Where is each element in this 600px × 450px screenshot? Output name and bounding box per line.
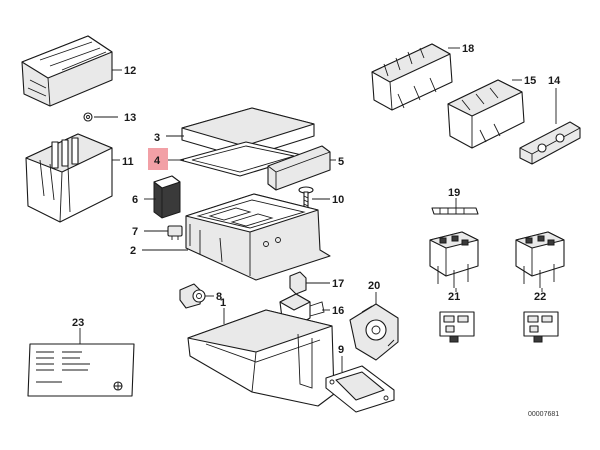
callout-20[interactable]: 20 xyxy=(368,280,380,292)
highlight-part-4 xyxy=(148,148,168,170)
callout-3[interactable]: 3 xyxy=(154,132,160,144)
part-11-housing xyxy=(25,133,113,223)
part-19-strip xyxy=(431,207,479,215)
callout-23[interactable]: 23 xyxy=(72,317,84,329)
callout-1[interactable]: 1 xyxy=(220,297,226,309)
callout-2[interactable]: 2 xyxy=(130,245,136,257)
callout-7[interactable]: 7 xyxy=(132,226,138,238)
callout-11[interactable]: 11 xyxy=(122,156,134,168)
part-14-terminal xyxy=(519,121,581,165)
part-10-screw xyxy=(298,186,314,209)
part-20-bracket xyxy=(349,303,399,361)
callout-5[interactable]: 5 xyxy=(338,156,344,168)
callout-16[interactable]: 16 xyxy=(332,305,344,317)
diagram-reference-number: 00007681 xyxy=(528,411,559,418)
part-15-carrier xyxy=(447,79,525,149)
callout-15[interactable]: 15 xyxy=(524,75,536,87)
callout-19[interactable]: 19 xyxy=(448,187,460,199)
part-22-socket-bottom-view xyxy=(523,311,559,343)
part-3-lid xyxy=(181,107,315,159)
part-18-rail xyxy=(371,43,453,111)
part-2-main-box xyxy=(185,193,331,281)
part-17-clip xyxy=(289,271,307,295)
callout-10[interactable]: 10 xyxy=(332,194,344,206)
part-6-relay xyxy=(153,175,181,219)
callout-4[interactable]: 4 xyxy=(154,155,161,167)
part-13-nut xyxy=(83,112,93,122)
callout-9[interactable]: 9 xyxy=(338,344,344,356)
callout-13[interactable]: 13 xyxy=(124,112,136,124)
part-5-strip xyxy=(267,145,331,191)
part-8-grommet xyxy=(179,283,206,309)
part-9-seal xyxy=(325,365,395,413)
part-21-socket xyxy=(429,231,479,288)
callout-18[interactable]: 18 xyxy=(462,43,474,55)
callout-17[interactable]: 17 xyxy=(332,278,344,290)
part-7-fuse xyxy=(167,225,183,240)
part-21-socket-bottom-view xyxy=(439,311,475,343)
callout-12[interactable]: 12 xyxy=(124,65,136,77)
part-12-cover xyxy=(21,35,113,107)
part-22-socket xyxy=(515,231,565,288)
callout-14[interactable]: 14 xyxy=(548,75,561,87)
callout-8[interactable]: 8 xyxy=(216,291,222,303)
part-23-label xyxy=(27,343,135,397)
callout-6[interactable]: 6 xyxy=(132,194,138,206)
callout-21[interactable]: 21 xyxy=(448,291,460,303)
callout-22[interactable]: 22 xyxy=(534,291,546,303)
part-1-tray xyxy=(187,309,335,407)
